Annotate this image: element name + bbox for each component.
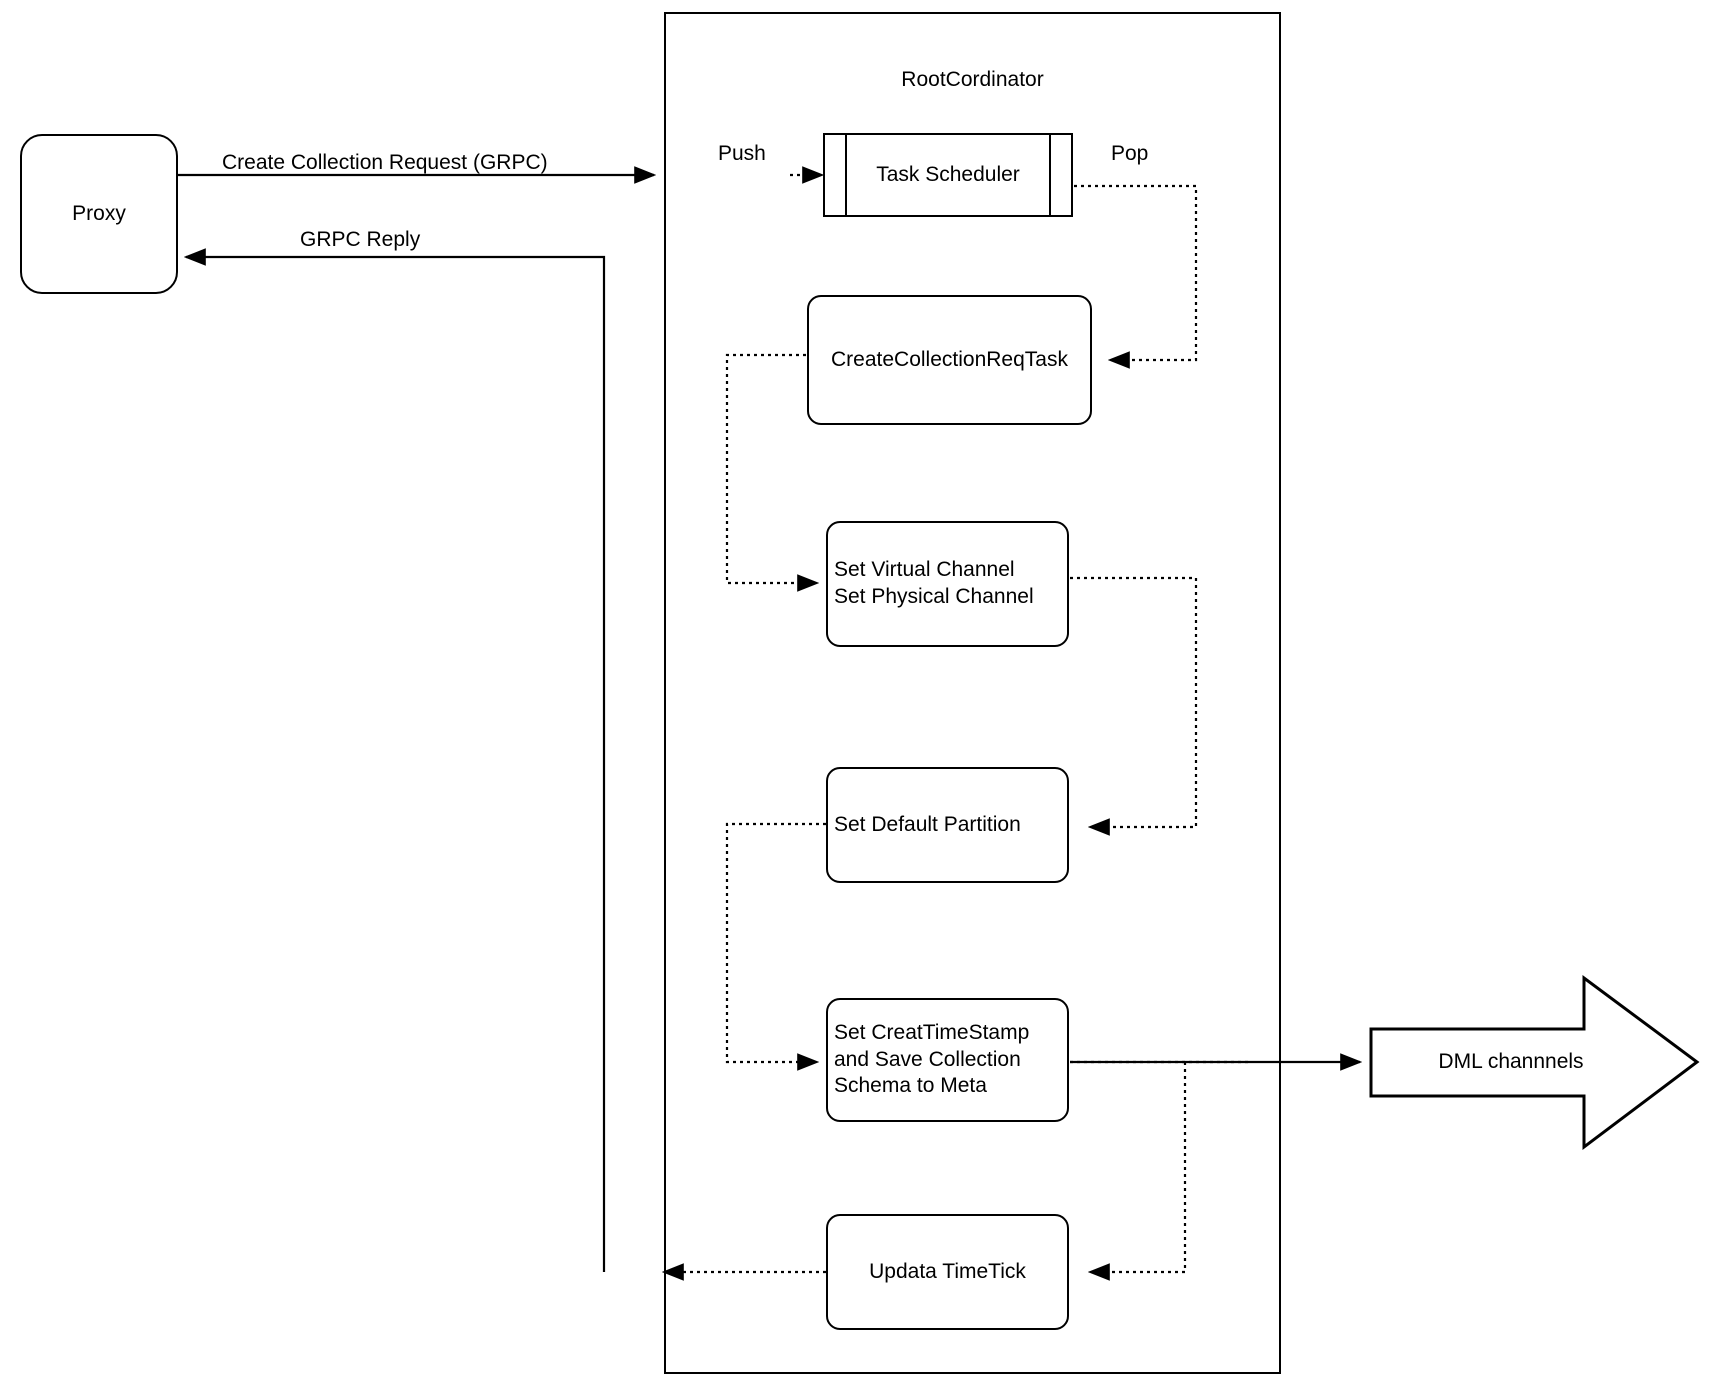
node-dml-channels-label: DML channnels: [1438, 1050, 1584, 1073]
node-set-default-partition-label: Set Default Partition: [834, 812, 1021, 836]
edge-pop: [1074, 184, 1198, 369]
node-create-collection-req-task[interactable]: CreateCollectionReqTask: [807, 295, 1092, 425]
node-proxy[interactable]: Proxy: [20, 134, 178, 294]
node-dml-channels[interactable]: DML channnels: [1371, 1040, 1651, 1084]
edge-grpc-reply: [183, 248, 606, 1272]
queue-divider-left: [845, 135, 847, 215]
edge-channels-to-partition: [1070, 576, 1198, 836]
node-update-timetick-label: Updata TimeTick: [869, 1259, 1026, 1283]
rootcordinator-container: RootCordinator: [664, 12, 1281, 1374]
node-set-timestamp[interactable]: Set CreatTimeStamp and Save Collection S…: [826, 998, 1069, 1122]
node-task-scheduler-label: Task Scheduler: [876, 163, 1020, 186]
rootcordinator-title: RootCordinator: [901, 68, 1044, 91]
node-set-timestamp-label: Set CreatTimeStamp and Save Collection S…: [834, 1020, 1030, 1098]
edge-label-grpc-reply: GRPC Reply: [300, 228, 421, 251]
edge-partition-to-timestamp: [725, 822, 826, 1071]
edge-timestamp-to-timetick: [1087, 1062, 1187, 1281]
node-create-collection-req-task-label: CreateCollectionReqTask: [831, 347, 1068, 371]
node-set-channels-label: Set Virtual Channel Set Physical Channel: [834, 558, 1034, 608]
node-task-scheduler[interactable]: Task Scheduler: [823, 133, 1073, 217]
edge-label-push: Push: [718, 142, 766, 165]
node-set-default-partition[interactable]: Set Default Partition: [826, 767, 1069, 883]
node-update-timetick[interactable]: Updata TimeTick: [826, 1214, 1069, 1330]
dml-channels-arrow-shape: [1369, 975, 1700, 1151]
node-set-channels[interactable]: Set Virtual Channel Set Physical Channel: [826, 521, 1069, 647]
edge-label-create-collection-request: Create Collection Request (GRPC): [222, 151, 548, 174]
edge-label-pop: Pop: [1111, 142, 1149, 165]
queue-divider-right: [1049, 135, 1051, 215]
edge-task-to-channels: [725, 353, 820, 592]
node-proxy-label: Proxy: [72, 201, 126, 225]
